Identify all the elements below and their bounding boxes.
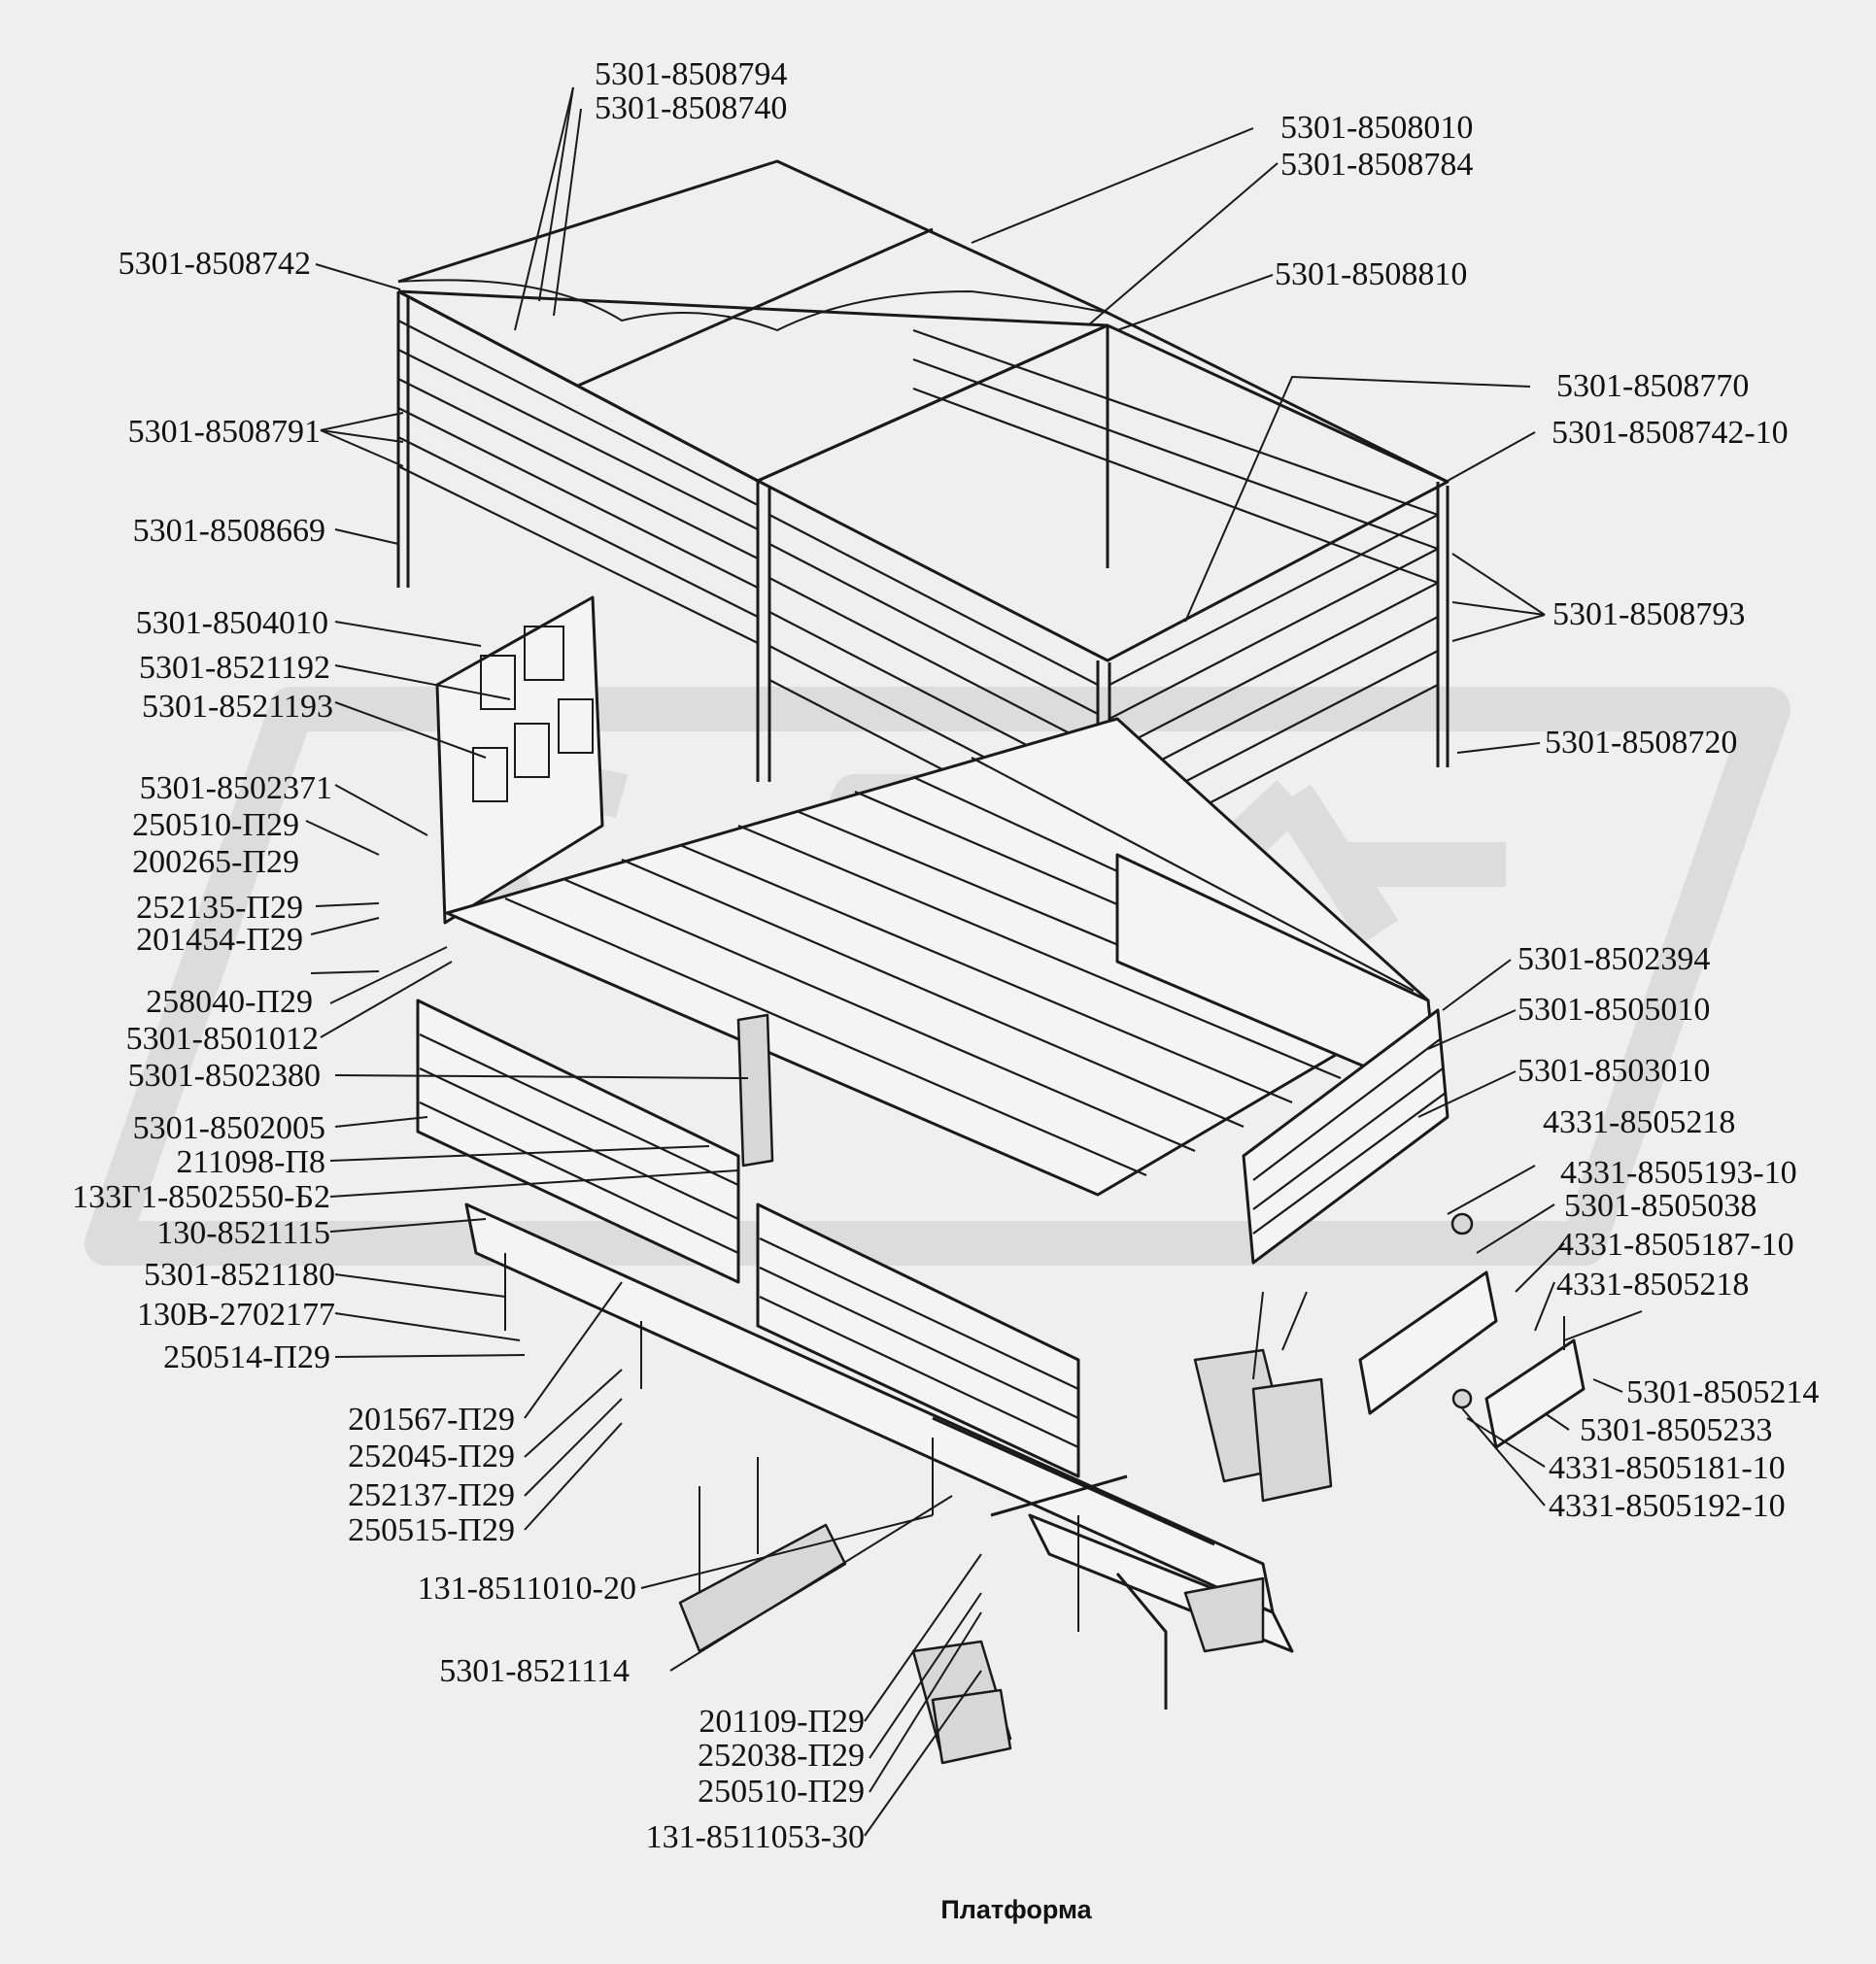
label-right-1: 5301-8508784 [1280, 147, 1473, 183]
label-right-3: 5301-8508770 [1556, 368, 1749, 404]
label-left-7: 250510-П29 [132, 807, 299, 843]
label-top-1: 5301-8508740 [595, 90, 787, 126]
label-left-19: 130В-2702177 [137, 1297, 335, 1333]
top-labels: 5301-8508794 5301-8508740 [595, 56, 787, 126]
label-left-14: 5301-8502005 [133, 1110, 325, 1146]
label-left-6: 5301-8502371 [140, 770, 332, 806]
label-left-16: 133Г1-8502550-Б2 [72, 1179, 330, 1215]
bottom-labels: 201567-П29 252045-П29 252137-П29 250515-… [348, 1402, 865, 1855]
label-right-18: 4331-8505192-10 [1549, 1488, 1786, 1524]
label-bottom-5: 5301-8521114 [439, 1653, 630, 1689]
label-right-0: 5301-8508010 [1280, 110, 1473, 146]
label-left-4: 5301-8521192 [139, 650, 330, 686]
label-bottom-4: 131-8511010-20 [418, 1571, 636, 1607]
label-right-12: 5301-8505038 [1564, 1188, 1757, 1224]
label-left-2: 5301-8508669 [133, 513, 325, 549]
label-right-14: 4331-8505218 [1556, 1267, 1749, 1303]
label-left-15: 211098-П8 [176, 1144, 325, 1180]
label-left-20: 250514-П29 [163, 1339, 330, 1375]
label-right-2: 5301-8508810 [1275, 256, 1467, 292]
label-left-9: 252135-П29 [136, 890, 303, 926]
label-top-0: 5301-8508794 [595, 56, 787, 92]
label-right-8: 5301-8505010 [1518, 992, 1710, 1028]
label-right-9: 5301-8503010 [1518, 1053, 1710, 1089]
subframe [464, 1202, 1294, 1710]
mudguards [678, 1291, 1333, 1765]
label-left-3: 5301-8504010 [136, 605, 328, 641]
label-left-18: 5301-8521180 [144, 1257, 335, 1293]
left-labels: 5301-8508742 5301-8508791 5301-8508669 5… [72, 246, 335, 1375]
label-left-17: 130-8521115 [156, 1215, 330, 1251]
tailgate-lock [1358, 1212, 1643, 1449]
label-left-12: 5301-8501012 [126, 1021, 319, 1057]
label-bottom-9: 131-8511053-30 [646, 1819, 865, 1855]
leader-lines [305, 86, 1623, 1837]
label-bottom-7: 252038-П29 [698, 1738, 865, 1774]
label-bottom-2: 252137-П29 [348, 1477, 515, 1513]
label-bottom-8: 250510-П29 [698, 1774, 865, 1810]
cargo-body [416, 595, 1450, 1478]
label-left-10: 201454-П29 [136, 922, 303, 958]
label-right-6: 5301-8508720 [1545, 725, 1737, 761]
label-right-16: 5301-8505233 [1580, 1412, 1772, 1448]
label-bottom-6: 201109-П29 [699, 1704, 865, 1740]
label-right-7: 5301-8502394 [1518, 941, 1710, 977]
label-right-17: 4331-8505181-10 [1549, 1450, 1786, 1486]
label-left-8: 200265-П29 [132, 844, 299, 880]
label-right-11: 4331-8505193-10 [1560, 1155, 1797, 1191]
label-right-15: 5301-8505214 [1626, 1374, 1819, 1410]
label-left-13: 5301-8502380 [128, 1058, 321, 1094]
label-bottom-3: 250515-П29 [348, 1512, 515, 1548]
label-left-5: 5301-8521193 [142, 689, 333, 725]
canopy-frame [396, 159, 1450, 971]
label-right-4: 5301-8508742-10 [1552, 415, 1789, 451]
label-right-5: 5301-8508793 [1552, 596, 1745, 632]
label-right-13: 4331-8505187-10 [1557, 1227, 1794, 1263]
right-labels: 5301-8508010 5301-8508784 5301-8508810 5… [1275, 110, 1819, 1524]
label-left-11: 258040-П29 [146, 984, 313, 1020]
label-bottom-0: 201567-П29 [348, 1402, 515, 1438]
figure-caption: Платформа [940, 1895, 1092, 1924]
label-left-1: 5301-8508791 [128, 414, 321, 450]
label-bottom-1: 252045-П29 [348, 1439, 515, 1474]
label-left-0: 5301-8508742 [119, 246, 311, 282]
label-right-10: 4331-8505218 [1543, 1104, 1735, 1140]
